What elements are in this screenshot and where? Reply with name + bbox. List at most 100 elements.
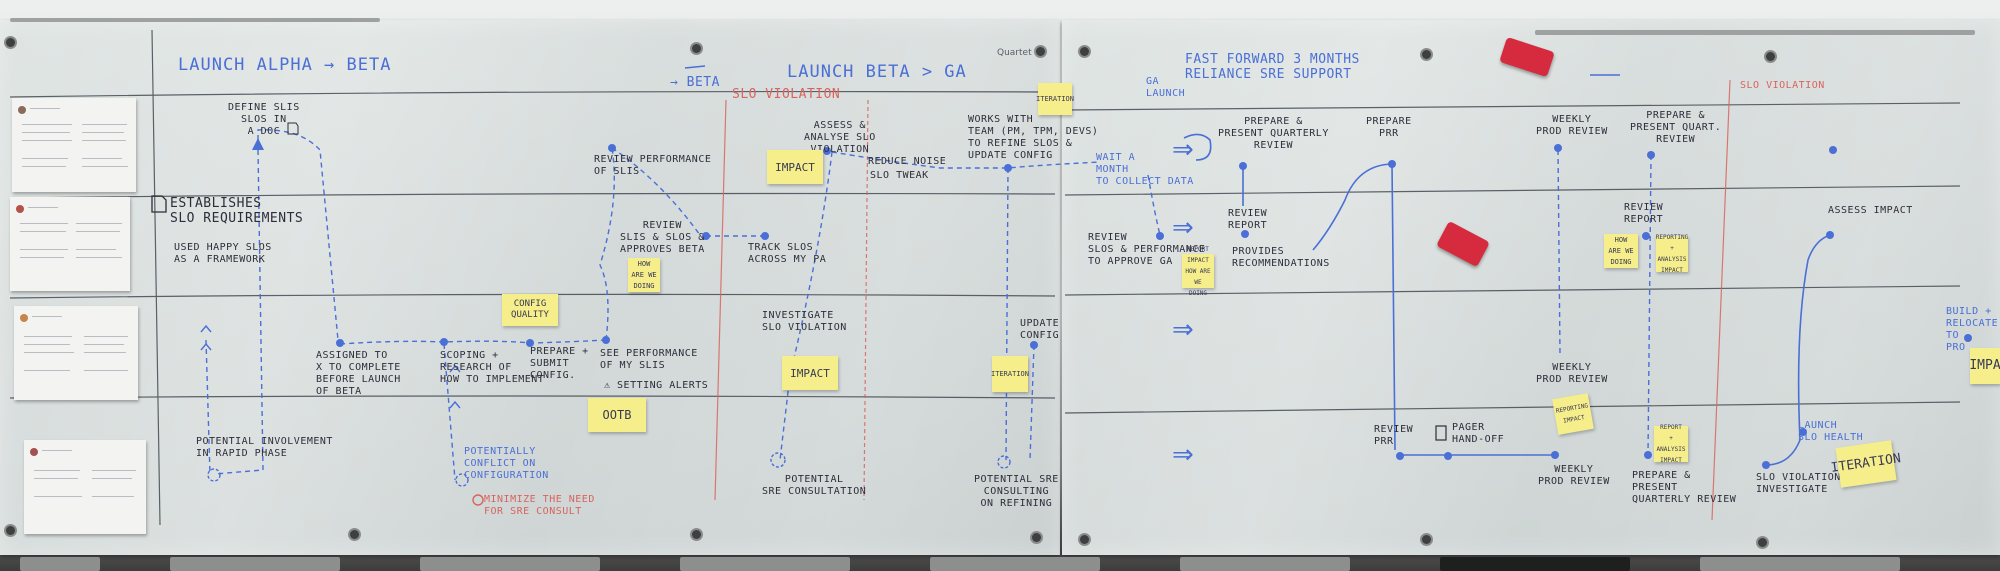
step-dot	[608, 144, 616, 152]
marker-rail	[10, 18, 380, 22]
sticky-note: HOW ARE WE DOING	[628, 258, 660, 292]
header-beta-ga: LAUNCH BETA > GA	[787, 62, 967, 82]
mounting-screw	[1766, 52, 1775, 61]
mounting-screw	[1032, 533, 1041, 542]
marker-tray	[930, 557, 1100, 571]
printed-persona-sheet	[14, 306, 138, 400]
step-prepare-quarterly: PREPARE & PRESENT QUARTERLY REVIEW	[1218, 116, 1329, 151]
step-establishes-slo: ESTABLISHES SLO REQUIREMENTS	[170, 196, 304, 226]
swimlane-divider	[9, 90, 1056, 98]
mounting-screw	[6, 38, 15, 47]
flow-line	[1557, 149, 1561, 356]
step-dot	[1826, 231, 1834, 239]
step-weekly-prod-review: WEEKLY PROD REVIEW	[1538, 464, 1610, 487]
step-pager-handoff: PAGER HAND-OFF	[1452, 422, 1505, 445]
sticky-note: REPORTING + ANALYSIS IMPACT	[1655, 234, 1689, 274]
flow-line	[257, 129, 339, 341]
step-assess-analyse: ASSESS & ANALYSE SLO VIOLATION	[804, 120, 876, 155]
step-prepare-present-quarterly: PREPARE & PRESENT QUARTERLY REVIEW	[1632, 470, 1737, 505]
step-dot	[1799, 428, 1807, 436]
swimlane-divider	[1064, 401, 1961, 414]
step-dot	[1551, 451, 1559, 459]
step-dot	[1644, 451, 1652, 459]
step-prepare-quart-review: PREPARE & PRESENT QUART. REVIEW	[1630, 110, 1722, 145]
sticky-note: ITERATION	[991, 356, 1029, 392]
header-slo-violation: SLO VIOLATION	[1740, 80, 1825, 91]
step-dot	[440, 338, 448, 346]
double-arrow-icon: ⇒	[1172, 213, 1194, 243]
mounting-screw	[1080, 535, 1089, 544]
step-review-prr: REVIEW PRR	[1374, 424, 1414, 447]
step-dot	[1642, 232, 1650, 240]
swimlane-divider	[9, 395, 1056, 399]
step-dot	[1647, 151, 1655, 159]
header-beta: → BETA	[670, 75, 720, 90]
step-review-slos-ga: REVIEW SLOs & PERFORMANCE TO APPROVE GA	[1088, 232, 1206, 267]
marker-tray	[1180, 557, 1350, 571]
step-update-config: UPDATE CONFIG	[1020, 318, 1060, 341]
step-potential-conflict: POTENTIALLY CONFLICT ON CONFIGURATION	[464, 446, 549, 481]
document-icon	[151, 195, 167, 213]
flow-line	[1765, 234, 1831, 466]
step-dot	[1396, 452, 1404, 460]
swimlane-divider	[1064, 185, 1961, 196]
step-potential-sre-refining: POTENTIAL SRE CONSULTING ON REFINING	[974, 474, 1059, 509]
mounting-screw	[1422, 535, 1431, 544]
swimlane-divider	[1064, 285, 1961, 296]
step-reduce-noise: REDUCE NOISE	[868, 156, 947, 167]
flow-line	[1391, 163, 1396, 451]
step-dot	[1762, 461, 1770, 469]
step-slo-tweak: SLO TWEAK	[870, 170, 929, 181]
step-dot	[1239, 162, 1247, 170]
red-circle-icon	[472, 494, 484, 506]
step-wait-month: WAIT A MONTH TO COLLECT DATA	[1096, 152, 1194, 187]
marker-tray	[20, 557, 100, 571]
mounting-screw	[1036, 47, 1045, 56]
caret-up-icon	[449, 400, 461, 409]
swimlane-divider	[9, 192, 1056, 199]
double-arrow-icon: ⇒	[1172, 440, 1194, 470]
step-dot	[1964, 334, 1972, 342]
swimlane-divider	[1064, 102, 1961, 111]
step-dot	[336, 339, 344, 347]
marker-rail	[1535, 30, 1975, 35]
header-ga-launch: GA LAUNCH	[1146, 76, 1186, 99]
step-define-slis: DEFINE SLIs SLOs IN A DOC	[228, 102, 300, 137]
step-dot-hollow	[207, 468, 221, 482]
step-dot	[1388, 160, 1396, 168]
mounting-screw	[1080, 47, 1089, 56]
marker-tray	[170, 557, 340, 571]
mounting-screw	[1422, 50, 1431, 59]
step-review-slis: REVIEW SLIs & SLOs & APPROVES BETA	[620, 220, 705, 255]
pager-icon	[1435, 425, 1447, 441]
double-arrow-icon: ⇒	[1172, 315, 1194, 345]
flow-line	[779, 151, 833, 461]
marker-tray	[680, 557, 850, 571]
flow-line	[339, 339, 607, 345]
step-investigate: INVESTIGATE SLO VIOLATION	[762, 310, 847, 333]
sticky-note: ITERATION	[1036, 83, 1074, 115]
step-used-happy: USED HAPPY SLOs AS A FRAMEWORK	[174, 242, 272, 265]
step-potential-involvement: POTENTIAL INVOLVEMENT IN RAPID PHASE	[196, 436, 333, 459]
step-review-report: REVIEW REPORT	[1228, 208, 1268, 231]
flow-line	[831, 151, 1101, 169]
sticky-note: REPORT IMPACT HOW ARE WE DOING	[1182, 246, 1214, 297]
flow-line	[443, 343, 456, 481]
step-dot-hollow	[455, 473, 469, 487]
step-dot	[1030, 341, 1038, 349]
step-weekly-prod-review: WEEKLY PROD REVIEW	[1536, 114, 1608, 137]
step-review-performance: REVIEW PERFORMANCE OF SLIs	[594, 154, 712, 177]
step-assigned: ASSIGNED TO X TO COMPLETE BEFORE LAUNCH …	[316, 350, 401, 397]
caret-up-icon	[200, 324, 212, 333]
sticky-note: OOTB	[588, 398, 646, 432]
printed-persona-sheet	[12, 98, 136, 192]
flow-line	[1183, 133, 1212, 161]
step-dot	[1156, 232, 1164, 240]
step-build-relocate: BUILD + RELOCATE TO PRO	[1946, 306, 1999, 353]
flow-line	[1005, 167, 1009, 461]
step-review-report: REVIEW REPORT	[1624, 202, 1664, 225]
mounting-screw	[692, 530, 701, 539]
step-dot	[761, 232, 769, 240]
